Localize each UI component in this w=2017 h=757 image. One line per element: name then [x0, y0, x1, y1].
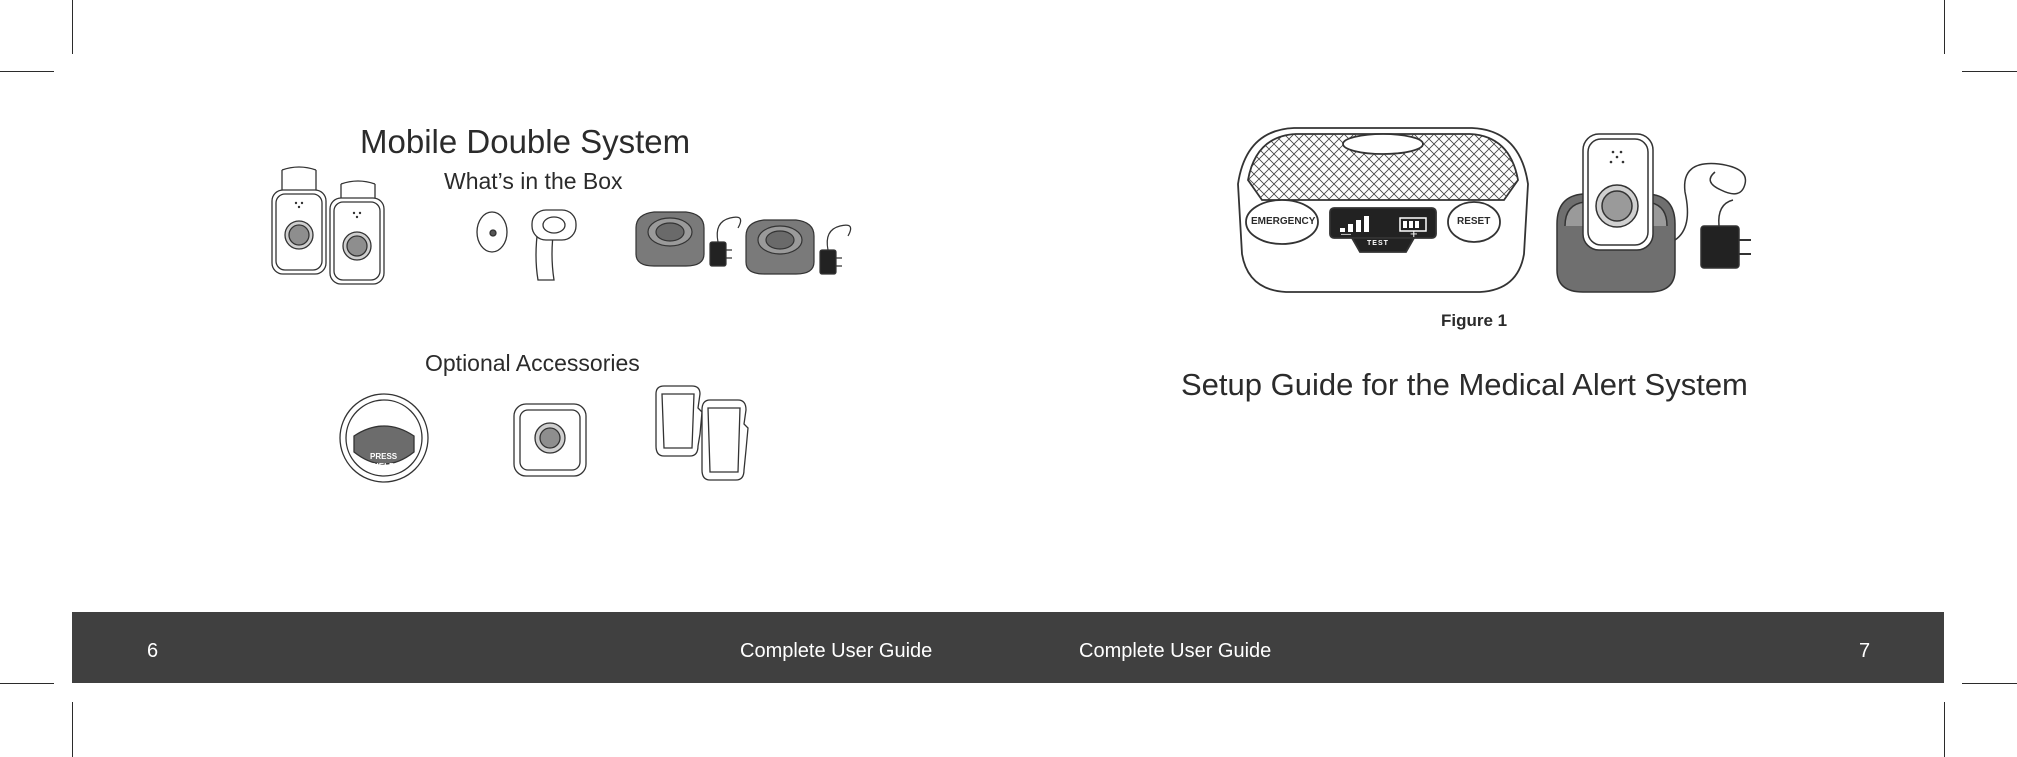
accessories-heading: Optional Accessories — [425, 350, 640, 377]
right-footer-title: Complete User Guide — [1079, 612, 1271, 690]
wristband-pendant-illustration — [474, 206, 584, 286]
crop-mark — [1962, 71, 2017, 72]
base-unit-illustration — [1234, 124, 1532, 296]
charger-pair-illustration — [634, 206, 858, 286]
crop-mark — [72, 702, 73, 757]
crop-mark — [1944, 0, 1945, 54]
reset-button-label: RESET — [1457, 216, 1490, 227]
emergency-button-label: EMERGENCY — [1251, 216, 1315, 227]
page-title: Mobile Double System — [360, 123, 690, 161]
crop-mark — [1944, 702, 1945, 757]
pendant-pair-illustration — [266, 166, 388, 286]
clip-pendant-illustration — [512, 400, 588, 478]
belt-clips-illustration — [652, 384, 758, 486]
crop-mark — [72, 0, 73, 54]
crop-mark — [0, 71, 54, 72]
left-footer-title: Complete User Guide — [740, 612, 932, 690]
crop-mark — [0, 683, 54, 684]
wall-button-label: HELP — [373, 462, 394, 471]
box-heading: What’s in the Box — [444, 168, 623, 195]
figure-caption: Figure 1 — [1441, 311, 1507, 331]
crop-mark — [1962, 683, 2017, 684]
left-page-number: 6 — [147, 612, 158, 690]
volume-plus-label: + — [1410, 226, 1418, 241]
footer-bar: 6 Complete User Guide Complete User Guid… — [72, 612, 1944, 683]
volume-minus-label: — — [1341, 229, 1351, 240]
section-title: Setup Guide for the Medical Alert System — [1181, 367, 1748, 403]
charging-cradle-illustration — [1553, 130, 1763, 294]
test-label: TEST — [1367, 240, 1389, 247]
wall-button-label: PRESS — [370, 452, 397, 461]
right-page-number: 7 — [1859, 612, 1870, 690]
